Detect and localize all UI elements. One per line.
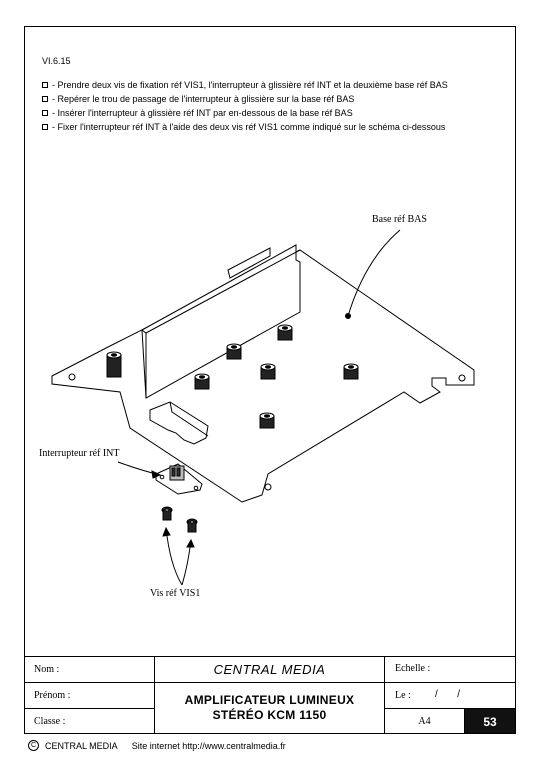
switch-label: Interrupteur réf INT xyxy=(39,448,120,459)
prenom-label: Prénom : xyxy=(34,690,71,701)
title-cell: AMPLIFICATEUR LUMINEUX STÉRÉO KCM 1150 xyxy=(155,682,385,734)
checkbox-icon xyxy=(42,110,48,116)
checkbox-icon xyxy=(42,82,48,88)
format-cell: A4 xyxy=(385,708,465,734)
base-label: Base réf BAS xyxy=(372,214,427,225)
standoff xyxy=(260,363,276,380)
screw-leader-left xyxy=(165,527,183,586)
page-number-cell: 53 xyxy=(465,708,516,734)
company-name: CENTRAL MEDIA xyxy=(213,662,326,677)
page-number: 53 xyxy=(483,715,497,729)
nom-label: Nom : xyxy=(34,664,60,675)
product-title-line2: STÉRÉO KCM 1150 xyxy=(212,708,327,722)
checkbox-icon xyxy=(42,96,48,102)
step-id: VI.6.15 xyxy=(42,56,71,66)
standoff xyxy=(226,343,242,360)
nom-cell: Nom : xyxy=(24,656,155,682)
standoff xyxy=(194,373,210,390)
date-label: Le : xyxy=(395,690,411,701)
instruction-item: - Repérer le trou de passage de l'interr… xyxy=(42,92,448,106)
instruction-item: - Prendre deux vis de fixation réf VIS1,… xyxy=(42,78,448,92)
standoff xyxy=(277,324,293,341)
slide-switch xyxy=(155,463,203,495)
footer-company: CENTRAL MEDIA xyxy=(45,740,118,751)
product-title-line1: AMPLIFICATEUR LUMINEUX xyxy=(184,693,355,707)
prenom-cell: Prénom : xyxy=(24,682,155,708)
instruction-list: - Prendre deux vis de fixation réf VIS1,… xyxy=(42,78,448,134)
standoff xyxy=(259,412,275,429)
title-block-bottom-rule xyxy=(24,733,385,734)
base-leader xyxy=(347,229,401,317)
date-slashes: / / xyxy=(435,689,461,700)
screws-label: Vis réf VIS1 xyxy=(150,588,201,599)
echelle-label: Echelle : xyxy=(395,663,431,674)
echelle-cell: Echelle : xyxy=(385,656,516,682)
title-block: Nom : Prénom : Classe : CENTRAL MEDIA AM… xyxy=(24,656,516,734)
format-label: A4 xyxy=(418,716,431,727)
page-footer: C CENTRAL MEDIA Site internet http://www… xyxy=(28,740,286,751)
screws xyxy=(161,506,198,533)
standoff xyxy=(343,363,359,380)
company-cell: CENTRAL MEDIA xyxy=(155,656,385,682)
standoff xyxy=(106,351,122,378)
instruction-item: - Insérer l'interrupteur à glissière réf… xyxy=(42,106,448,120)
checkbox-icon xyxy=(42,124,48,130)
switch-mount xyxy=(149,401,209,445)
copyright-icon: C xyxy=(28,740,39,751)
assembly-drawing xyxy=(51,229,475,586)
classe-cell: Classe : xyxy=(24,708,155,734)
instruction-item: - Fixer l'interrupteur réf INT à l'aide … xyxy=(42,120,448,134)
date-cell: Le : / / xyxy=(385,682,516,708)
classe-label: Classe : xyxy=(34,716,66,727)
footer-website: Site internet http://www.centralmedia.fr xyxy=(131,740,286,751)
